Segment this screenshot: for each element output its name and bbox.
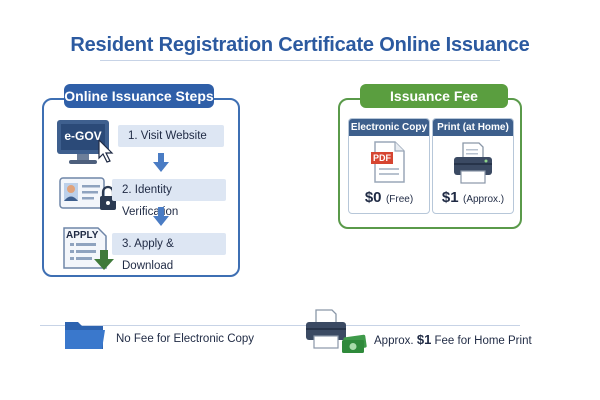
down-arrow-icon (153, 153, 169, 178)
page-title: Resident Registration Certificate Online… (70, 34, 530, 56)
steps-panel-title: Online Issuance Steps (64, 84, 214, 108)
step-identity-verification: 2. Identity Verification (112, 179, 226, 218)
apply-form-download-icon: APPLY (62, 226, 118, 272)
monitor-label: e-GOV (64, 129, 102, 143)
fee-amount: $1 (441, 189, 459, 206)
fee-value-print: $1 (Approx.) (433, 189, 513, 207)
printer-money-icon (304, 308, 368, 359)
footer-suffix: Fee for Home Print (434, 335, 532, 347)
pdf-label: PDF (373, 153, 391, 163)
fee-amount: $0 (364, 189, 382, 206)
printer-icon (451, 141, 495, 185)
footer-no-fee-text: No Fee for Electronic Copy (116, 333, 255, 345)
apply-form-label: APPLY (66, 230, 99, 241)
step-visit-website: 1. Visit Website (118, 125, 224, 147)
folder-icon (63, 318, 107, 357)
fee-card-heading: Electronic Copy (349, 119, 429, 136)
down-arrow-icon (153, 207, 169, 232)
footer-print-fee-text: Approx. $1 Fee for Home Print (374, 332, 532, 347)
footer-amount: $1 (416, 332, 432, 347)
fee-panel-title: Issuance Fee (360, 84, 508, 108)
fee-note: (Free) (385, 194, 414, 205)
step-apply-download: 3. Apply & Download (112, 233, 226, 272)
pdf-file-icon: PDF (371, 141, 407, 183)
bottom-divider (40, 325, 520, 326)
title-underline (100, 60, 500, 61)
fee-note: (Approx.) (463, 194, 505, 205)
footer-prefix: Approx. (374, 335, 414, 347)
fee-card-heading: Print (at Home) (433, 119, 513, 136)
fee-card-electronic: Electronic Copy PDF $0 (Free) (348, 118, 430, 214)
id-card-lock-icon (58, 174, 118, 214)
fee-value-electronic: $0 (Free) (349, 189, 429, 207)
fee-card-print: Print (at Home) $1 (Approx.) (432, 118, 514, 214)
computer-monitor-icon: e-GOV (55, 118, 119, 168)
